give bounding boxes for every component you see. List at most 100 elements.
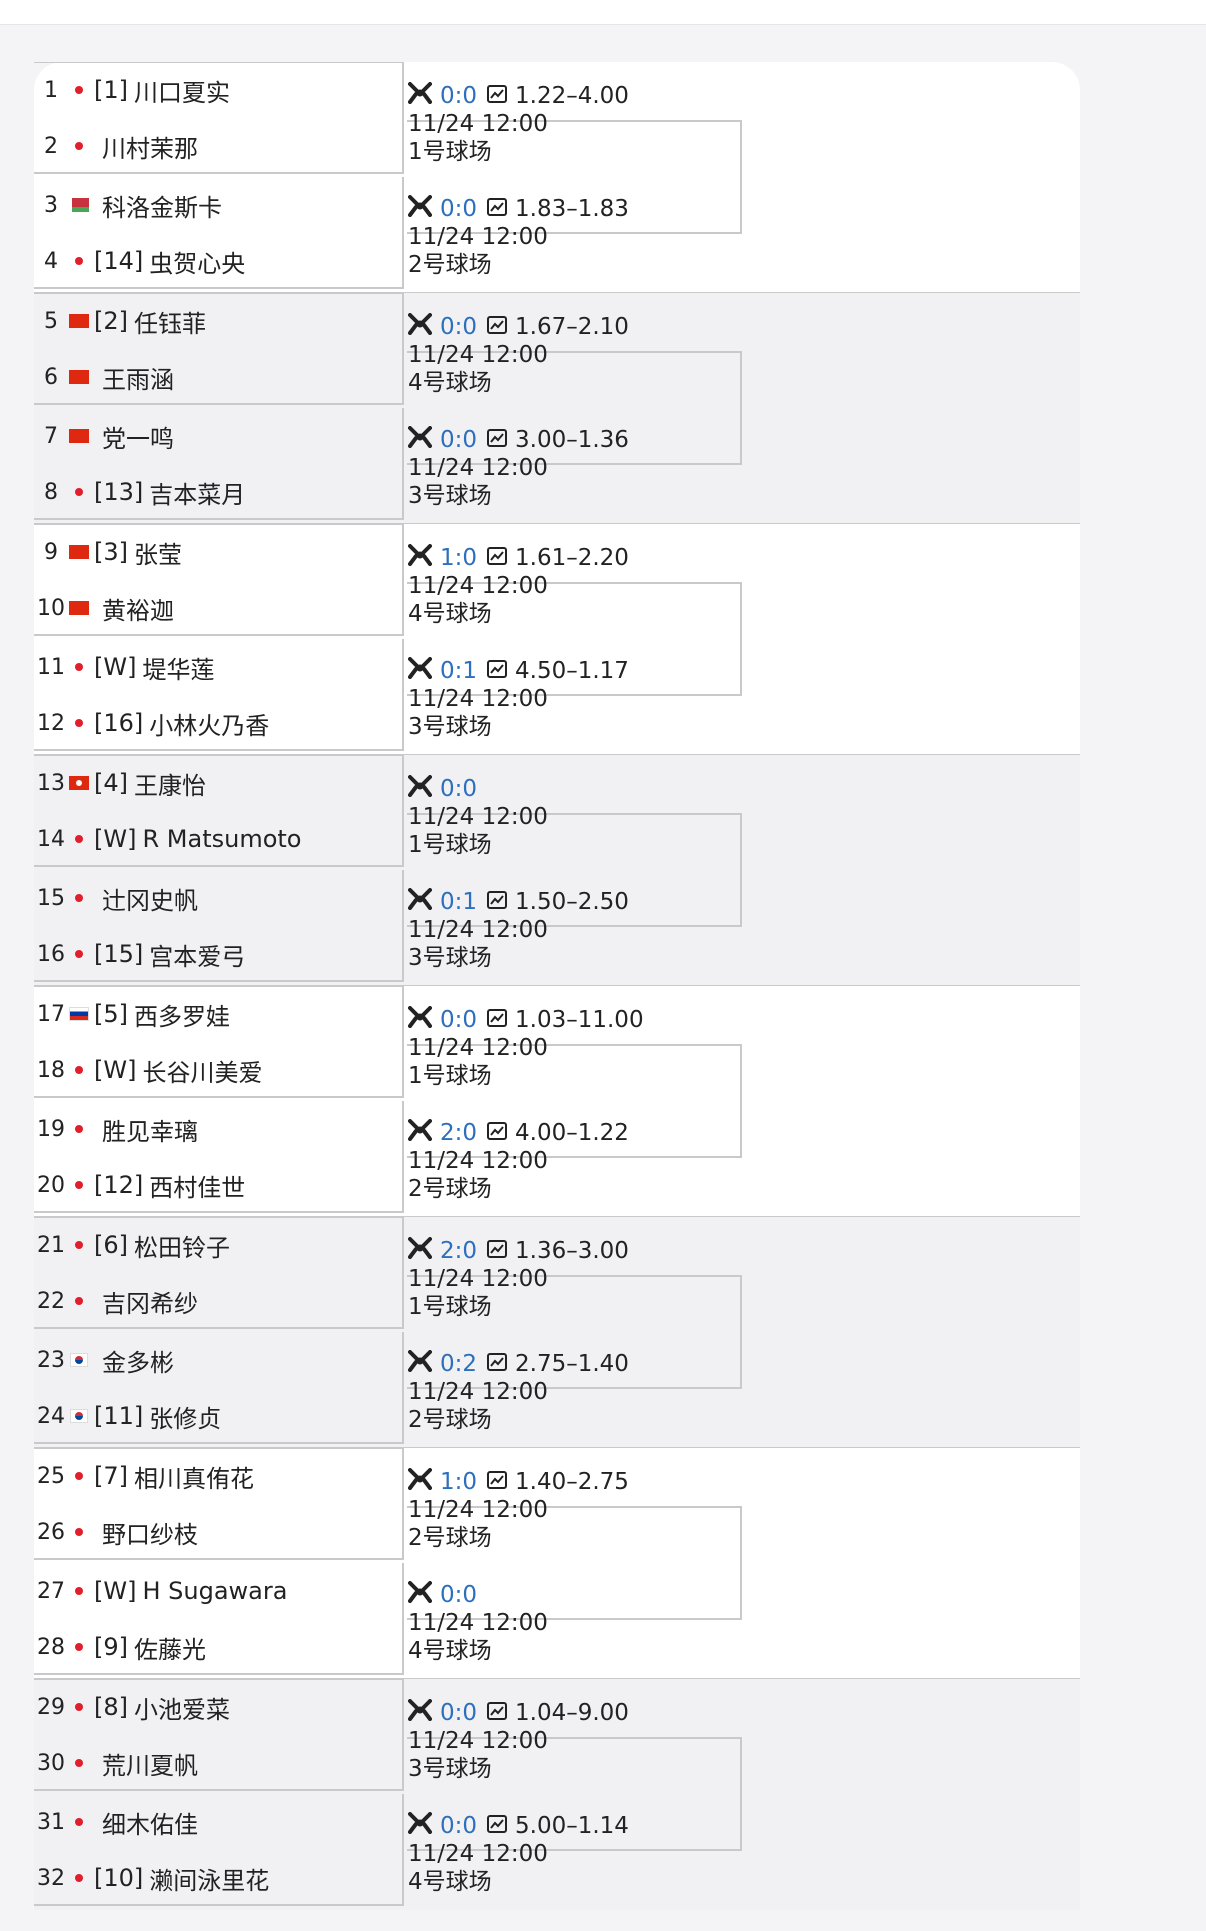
player-name[interactable]: H Sugawara	[142, 1577, 288, 1605]
player-name[interactable]: 吉冈希纱	[102, 1289, 198, 1318]
match-score[interactable]: 0:2	[440, 1351, 478, 1377]
player-row[interactable]: 21[6]松田铃子	[34, 1217, 400, 1273]
match-score[interactable]: 0:0	[440, 314, 478, 340]
match-score[interactable]: 0:0	[440, 776, 478, 802]
player-name[interactable]: 胜见幸璃	[102, 1117, 198, 1146]
player-row[interactable]: 1[1]川口夏实	[34, 62, 400, 118]
player-row[interactable]: 24[11]张修贞	[34, 1388, 400, 1444]
match-odds: 1.50–2.50	[515, 889, 629, 915]
player-name[interactable]: 濑间泳里花	[149, 1866, 270, 1895]
crossed-rackets-icon	[408, 312, 440, 342]
player-name[interactable]: 王康怡	[134, 771, 206, 800]
player-name[interactable]: 张莹	[134, 540, 182, 569]
match-score[interactable]: 0:0	[440, 1813, 478, 1839]
player-name[interactable]: 任钰菲	[134, 309, 206, 338]
player-row[interactable]: 20[12]西村佳世	[34, 1157, 400, 1213]
player-row[interactable]: 9[3]张莹	[34, 524, 400, 580]
player-name[interactable]: 堤华莲	[142, 655, 215, 684]
player-row[interactable]: 27[W]H Sugawara	[34, 1563, 400, 1619]
player-name[interactable]: 小池爱菜	[134, 1695, 230, 1724]
match-score[interactable]: 0:0	[440, 1007, 478, 1033]
player-row[interactable]: 28[9]佐藤光	[34, 1619, 400, 1675]
player-name[interactable]: 荒川夏帆	[102, 1751, 198, 1780]
player-row[interactable]: 12[16]小林火乃香	[34, 695, 400, 751]
player-name[interactable]: 相川真侑花	[134, 1464, 254, 1493]
match-score[interactable]: 0:0	[440, 1700, 478, 1726]
player-row[interactable]: 11[W]堤华莲	[34, 639, 400, 695]
player-name[interactable]: 川村茉那	[102, 134, 198, 163]
match-score[interactable]: 2:0	[440, 1238, 478, 1264]
player-name[interactable]: 辻冈史帆	[102, 886, 198, 915]
match-score[interactable]: 1:0	[440, 545, 478, 571]
player-name[interactable]: 佐藤光	[134, 1635, 206, 1664]
player-row[interactable]: 4[14]虫贺心央	[34, 233, 400, 289]
player-name[interactable]: 金多彬	[102, 1348, 174, 1377]
player-name[interactable]: 黄裕迦	[102, 596, 174, 625]
player-name[interactable]: 王雨涵	[102, 365, 174, 394]
match-score[interactable]: 0:0	[440, 1582, 478, 1608]
player-name[interactable]: 长谷川美爱	[142, 1058, 263, 1087]
player-row[interactable]: 25[7]相川真侑花	[34, 1448, 400, 1504]
player-row[interactable]: 17[5]西多罗娃	[34, 986, 400, 1042]
player-name[interactable]: 松田铃子	[134, 1233, 230, 1262]
player-row[interactable]: 14[W]R Matsumoto	[34, 811, 400, 867]
match-score[interactable]: 0:1	[440, 889, 478, 915]
player-row[interactable]: 32[10]濑间泳里花	[34, 1850, 400, 1906]
player-name[interactable]: 科洛金斯卡	[102, 193, 222, 222]
match-score[interactable]: 0:1	[440, 658, 478, 684]
player-name[interactable]: 细木佑佳	[102, 1810, 198, 1839]
player-name[interactable]: 野口纱枝	[102, 1520, 198, 1549]
player-name[interactable]: 小林火乃香	[149, 711, 270, 740]
player-row[interactable]: 16[15]宫本爱弓	[34, 926, 400, 982]
player-name[interactable]: 虫贺心央	[149, 249, 246, 278]
player-name[interactable]: 宫本爱弓	[149, 942, 246, 971]
draw-position: 21	[37, 1232, 65, 1258]
player-name[interactable]: 西村佳世	[149, 1173, 246, 1202]
player-name[interactable]: R Matsumoto	[142, 825, 302, 853]
player-row[interactable]: 5[2]任钰菲	[34, 293, 400, 349]
match-score[interactable]: 2:0	[440, 1120, 478, 1146]
player-name[interactable]: 川口夏实	[134, 78, 230, 107]
match-score[interactable]: 0:0	[440, 196, 478, 222]
match-score[interactable]: 1:0	[440, 1469, 478, 1495]
player-row[interactable]: 13[4]王康怡	[34, 755, 400, 811]
player-row[interactable]: 8[13]吉本菜月	[34, 464, 400, 520]
player-name[interactable]: 西多罗娃	[134, 1002, 230, 1031]
player-name[interactable]: 党一鸣	[102, 424, 174, 453]
match-time: 11/24 12:00	[408, 1497, 548, 1523]
player-row[interactable]: 18[W]长谷川美爱	[34, 1042, 400, 1098]
player-name[interactable]: 吉本菜月	[149, 480, 246, 509]
match-score[interactable]: 0:0	[440, 427, 478, 453]
match-score[interactable]: 0:0	[440, 83, 478, 109]
player-name[interactable]: 张修贞	[149, 1404, 222, 1433]
player-row[interactable]: 29[8]小池爱菜	[34, 1679, 400, 1735]
